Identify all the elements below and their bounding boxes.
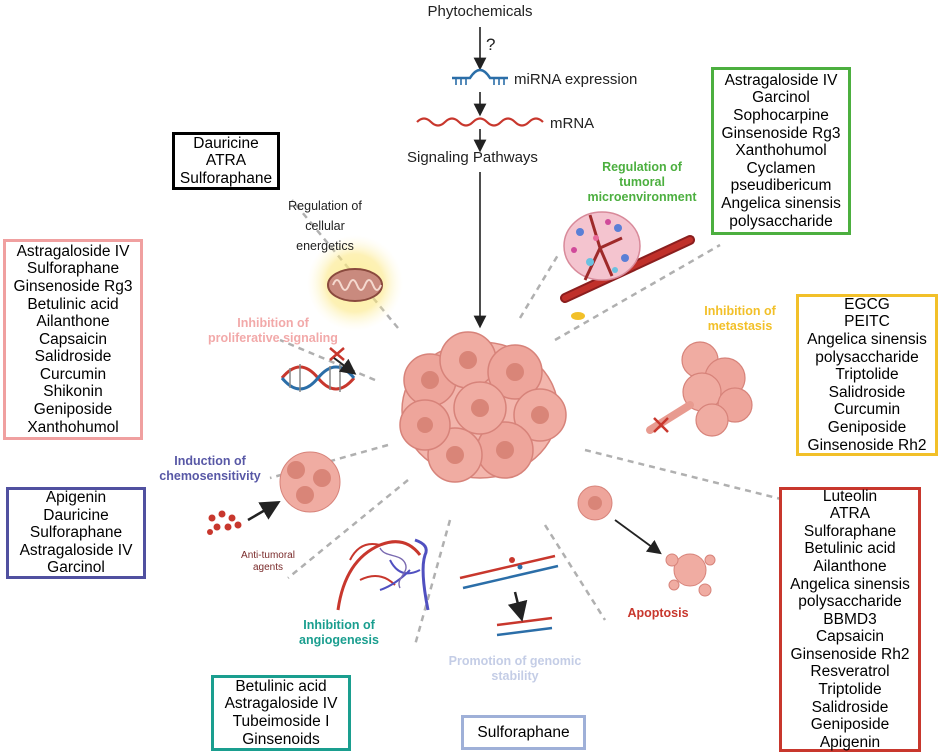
mirna-expression-label: miRNA expression: [514, 71, 638, 88]
compound-item: Garcinol: [47, 559, 105, 577]
compound-item: Garcinol: [752, 89, 810, 107]
compound-item: Angelica sinensis: [807, 331, 927, 349]
box-tumoral-microenvironment: Astragaloside IV Garcinol Sophocarpine G…: [711, 67, 851, 235]
anti-tumoral-agents-label: Anti-tumoral agents: [241, 550, 295, 573]
compound-item: Ginsenoside Rg3: [13, 277, 133, 295]
box-chemosensitivity: Apigenin Dauricine Sulforaphane Astragal…: [6, 487, 146, 579]
chemosensitivity-icon: [207, 451, 341, 535]
box-angiogenesis: Betulinic acid Astragaloside IV Tubeimos…: [211, 675, 351, 751]
compound-item: pseudibericum: [730, 177, 832, 195]
compound-item: Betulinic acid: [804, 540, 896, 558]
compound-item: Ginsenoside Rg3: [721, 124, 841, 142]
compound-item: Luteolin: [822, 487, 878, 505]
compound-item: Betulinic acid: [235, 677, 327, 695]
unknown-mechanism-mark: ?: [486, 35, 496, 54]
apoptosis-icon: [577, 485, 716, 597]
compound-item: Xanthohumol: [27, 418, 119, 436]
phytochemicals-label: Phytochemicals: [427, 3, 533, 20]
compound-item: ATRA: [829, 505, 871, 523]
box-apoptosis: Luteolin ATRA Sulforaphane Betulinic aci…: [779, 487, 921, 752]
compound-item: Capsaicin: [815, 628, 885, 646]
compound-item: Ginsenoids: [242, 730, 320, 748]
compound-item: Ginsenoside Rh2: [807, 436, 927, 454]
compound-item: Geniposide: [827, 418, 907, 436]
compound-item: Tubeimoside I: [232, 713, 330, 730]
genomic-stability-icon: [459, 554, 559, 637]
angiogenesis-icon: [336, 538, 430, 611]
compound-item: Salidroside: [34, 348, 112, 366]
compound-item: polysaccharide: [798, 593, 902, 611]
tumor-mass-icon: [399, 331, 567, 483]
compound-item: polysaccharide: [729, 212, 833, 230]
compound-item: Salidroside: [828, 383, 906, 401]
compound-item: Ailanthone: [813, 557, 887, 575]
compound-item: Betulinic acid: [27, 295, 119, 313]
compound-item: Angelica sinensis: [790, 575, 910, 593]
tumoral-microenvironment-icon: [560, 211, 695, 320]
compound-item: Capsaicin: [38, 330, 108, 348]
compound-item: Astragaloside IV: [16, 242, 130, 260]
compound-item: EGCG: [844, 295, 890, 313]
box-energetics: Dauricine ATRA Sulforaphane: [172, 132, 280, 190]
box-metastasis: EGCG PEITC Angelica sinensis polysacchar…: [796, 294, 938, 456]
compound-item: Geniposide: [810, 716, 890, 734]
compound-item: Sulforaphane: [29, 524, 123, 542]
mrna-icon: [416, 117, 544, 127]
compound-item: Astragaloside IV: [224, 695, 338, 713]
compound-item: Shikonin: [43, 383, 103, 401]
hallmark-metastasis: Inhibition of metastasis: [704, 304, 776, 333]
compound-item: Ailanthone: [36, 313, 110, 331]
compound-item: Resveratrol: [810, 663, 890, 681]
box-genomic-stability: Sulforaphane: [461, 715, 586, 750]
hallmark-energetics: Regulation of cellular energetics: [288, 199, 362, 253]
compound-item: Cyclamen: [746, 159, 816, 177]
compound-item: Ginsenoside Rh2: [790, 645, 910, 663]
metastasis-icon: [646, 341, 753, 437]
compound-item: Dauricine: [43, 506, 109, 524]
hallmark-tumoral-microenvironment: Regulation of tumoral microenvironment: [587, 160, 697, 204]
compound-item: Sulforaphane: [803, 522, 897, 540]
compound-item: Geniposide: [33, 401, 113, 419]
mrna-label: mRNA: [550, 115, 595, 132]
compound-item: polysaccharide: [815, 348, 919, 366]
compound-item: Apigenin: [819, 733, 881, 751]
compound-item: Dauricine: [193, 134, 259, 152]
mirna-icon: [452, 68, 508, 85]
compound-item: Sophocarpine: [733, 107, 829, 125]
hallmark-apoptosis: Apoptosis: [627, 606, 689, 620]
compound-item: Apigenin: [45, 489, 107, 507]
dna-helix-icon: [280, 347, 357, 392]
compound-item: Curcumin: [833, 401, 901, 419]
compound-item: Astragaloside IV: [724, 71, 838, 89]
hallmark-angiogenesis: Inhibition of angiogenesis: [299, 618, 379, 647]
compound-item: Curcumin: [39, 365, 107, 383]
compound-item: Triptolide: [818, 681, 882, 699]
compound-item: Astragaloside IV: [19, 541, 133, 559]
compound-item: Xanthohumol: [735, 142, 827, 160]
compound-item: Sulforaphane: [179, 169, 273, 187]
signaling-pathways-label: Signaling Pathways: [407, 149, 538, 166]
compound-item: Angelica sinensis: [721, 194, 841, 212]
hallmark-genomic-stability: Promotion of genomic stability: [448, 654, 582, 683]
compound-item: Sulforaphane: [477, 723, 570, 741]
hallmark-proliferative-signaling: Inhibition of proliferative signaling: [208, 316, 338, 345]
compound-item: Triptolide: [835, 366, 899, 384]
compound-item: ATRA: [205, 152, 247, 170]
compound-item: PEITC: [844, 313, 890, 331]
compound-item: Salidroside: [811, 698, 889, 716]
box-proliferative-signaling: Astragaloside IV Sulforaphane Ginsenosid…: [3, 239, 143, 440]
hallmark-chemosensitivity: Induction of chemosensitivity: [159, 454, 261, 483]
compound-item: BBMD3: [823, 610, 877, 628]
mitochondrion-icon: [307, 235, 403, 331]
compound-item: Sulforaphane: [26, 260, 120, 278]
